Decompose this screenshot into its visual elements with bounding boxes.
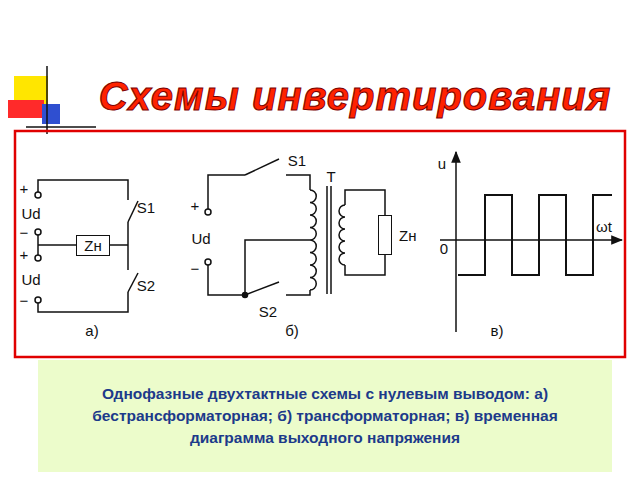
terminal (205, 209, 211, 215)
terminal (35, 297, 41, 303)
wire (127, 222, 129, 270)
schematic-label: б) (285, 323, 299, 338)
schematic-label: S1 (288, 153, 306, 168)
schematic-label: Ud (191, 231, 210, 246)
wire (286, 175, 310, 190)
junction-dot (243, 293, 248, 298)
load-label: Zн (84, 237, 101, 254)
schematic-label: + (20, 181, 29, 196)
axis (455, 152, 457, 332)
schematic-label: − (20, 225, 29, 240)
switch-blade (128, 273, 138, 292)
secondary-coil (339, 205, 345, 265)
terminal (35, 229, 41, 235)
schematic-label: Ud (21, 206, 40, 221)
schematic-label: − (20, 293, 29, 308)
switch-blade (128, 201, 138, 222)
wire (286, 290, 310, 295)
schematic-label: + (20, 247, 29, 262)
schematic-label: ωt (596, 219, 612, 234)
terminal (35, 192, 41, 198)
caption-band: Однофазные двухтактные схемы с нулевым в… (38, 360, 612, 472)
axis (440, 239, 622, 241)
wire (345, 190, 385, 216)
resistor-symbol (378, 215, 392, 255)
switch-blade (245, 282, 279, 295)
schematic-label: S2 (259, 304, 277, 319)
schematic-label: в) (491, 323, 504, 338)
deco-line (46, 66, 48, 134)
caption-text: Однофазные двухтактные схемы с нулевым в… (68, 383, 582, 448)
schematic-label: T (326, 169, 335, 184)
wire (245, 240, 310, 295)
schematic-label: S1 (137, 200, 155, 215)
schematic-label: а) (85, 323, 98, 338)
wire (208, 265, 245, 295)
load-resistor: Zн (378, 215, 416, 255)
wire (208, 175, 245, 209)
primary-coil (310, 190, 316, 290)
switch-blade (245, 159, 279, 175)
transformer-core (326, 186, 328, 294)
schematic-label: 0 (440, 241, 448, 256)
schematic-label: + (191, 198, 200, 213)
terminal (35, 255, 41, 261)
schematic-label: S2 (137, 278, 155, 293)
square-wave (458, 195, 612, 275)
terminal (205, 259, 211, 265)
load-label: Zн (399, 227, 416, 244)
schematic-label: u (438, 156, 446, 171)
transformer-core (330, 186, 332, 294)
frame (15, 131, 625, 357)
schematic-label: − (191, 261, 200, 276)
wire (38, 180, 128, 200)
deco-square (42, 104, 60, 124)
title: Схемы инвертирования (99, 74, 612, 119)
wire (38, 292, 128, 312)
deco-line (26, 126, 96, 128)
wire (345, 254, 385, 275)
load-resistor: Zн (76, 235, 109, 256)
deco-square (8, 100, 44, 118)
schematic-label: Ud (21, 272, 40, 287)
